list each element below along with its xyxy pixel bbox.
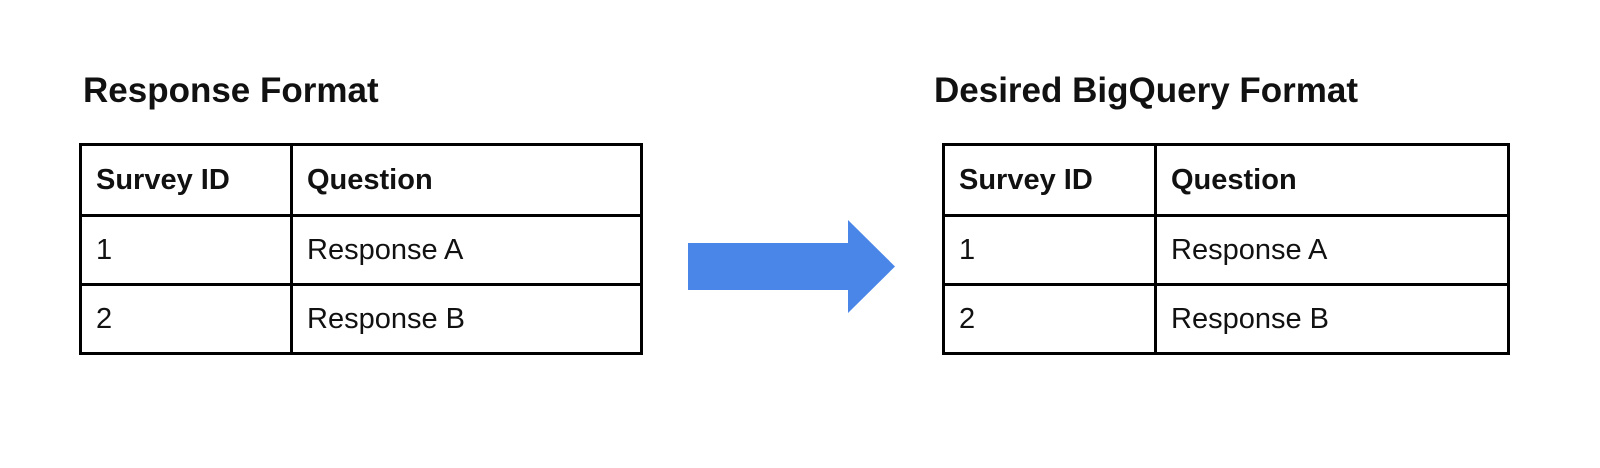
- cell-question: Response A: [1154, 214, 1510, 286]
- cell-question: Response A: [290, 214, 643, 286]
- table-row: 1 Response A: [79, 214, 643, 286]
- cell-survey-id: 1: [942, 214, 1157, 286]
- table-row: 2 Response B: [79, 283, 643, 355]
- right-panel-title: Desired BigQuery Format: [934, 71, 1358, 110]
- cell-survey-id: 2: [79, 283, 293, 355]
- column-header-question: Question: [1154, 143, 1510, 217]
- table-row: 2 Response B: [942, 283, 1510, 355]
- right-arrow-shape: [688, 220, 895, 313]
- column-header-survey-id: Survey ID: [942, 143, 1157, 217]
- cell-question: Response B: [1154, 283, 1510, 355]
- table-row: 1 Response A: [942, 214, 1510, 286]
- left-panel-title: Response Format: [83, 71, 379, 110]
- response-format-table: Survey ID Question 1 Response A 2 Respon…: [79, 143, 643, 355]
- cell-survey-id: 1: [79, 214, 293, 286]
- column-header-survey-id: Survey ID: [79, 143, 293, 217]
- right-arrow-icon: [688, 220, 895, 313]
- table-header-row: Survey ID Question: [942, 143, 1510, 217]
- column-header-question: Question: [290, 143, 643, 217]
- table-header-row: Survey ID Question: [79, 143, 643, 217]
- cell-question: Response B: [290, 283, 643, 355]
- desired-bigquery-format-table: Survey ID Question 1 Response A 2 Respon…: [942, 143, 1510, 355]
- cell-survey-id: 2: [942, 283, 1157, 355]
